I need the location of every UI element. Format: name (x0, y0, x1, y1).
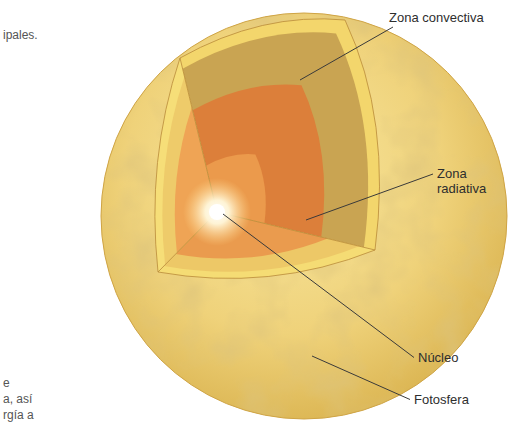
leader-line (306, 174, 433, 220)
leader-line (223, 214, 414, 358)
text-fragment: rgía a (3, 408, 34, 422)
sun-texture (101, 13, 507, 419)
leader-line (300, 27, 393, 80)
part-label: Zona radiativa (437, 166, 501, 196)
text-fragment: ipales. (3, 28, 38, 42)
part-label: Fotosfera (414, 392, 469, 407)
core-glow (183, 178, 251, 246)
part-label: Zona convectiva (389, 10, 484, 25)
leader-line (312, 356, 410, 400)
text-fragment: e (3, 376, 10, 390)
core-center (209, 204, 225, 220)
part-label: Núcleo (418, 350, 458, 365)
sun-outline (101, 13, 507, 419)
sun-sphere (101, 13, 507, 419)
cut-face (180, 19, 380, 250)
cut-edges (155, 19, 380, 279)
text-fragment: a, así (3, 392, 32, 406)
